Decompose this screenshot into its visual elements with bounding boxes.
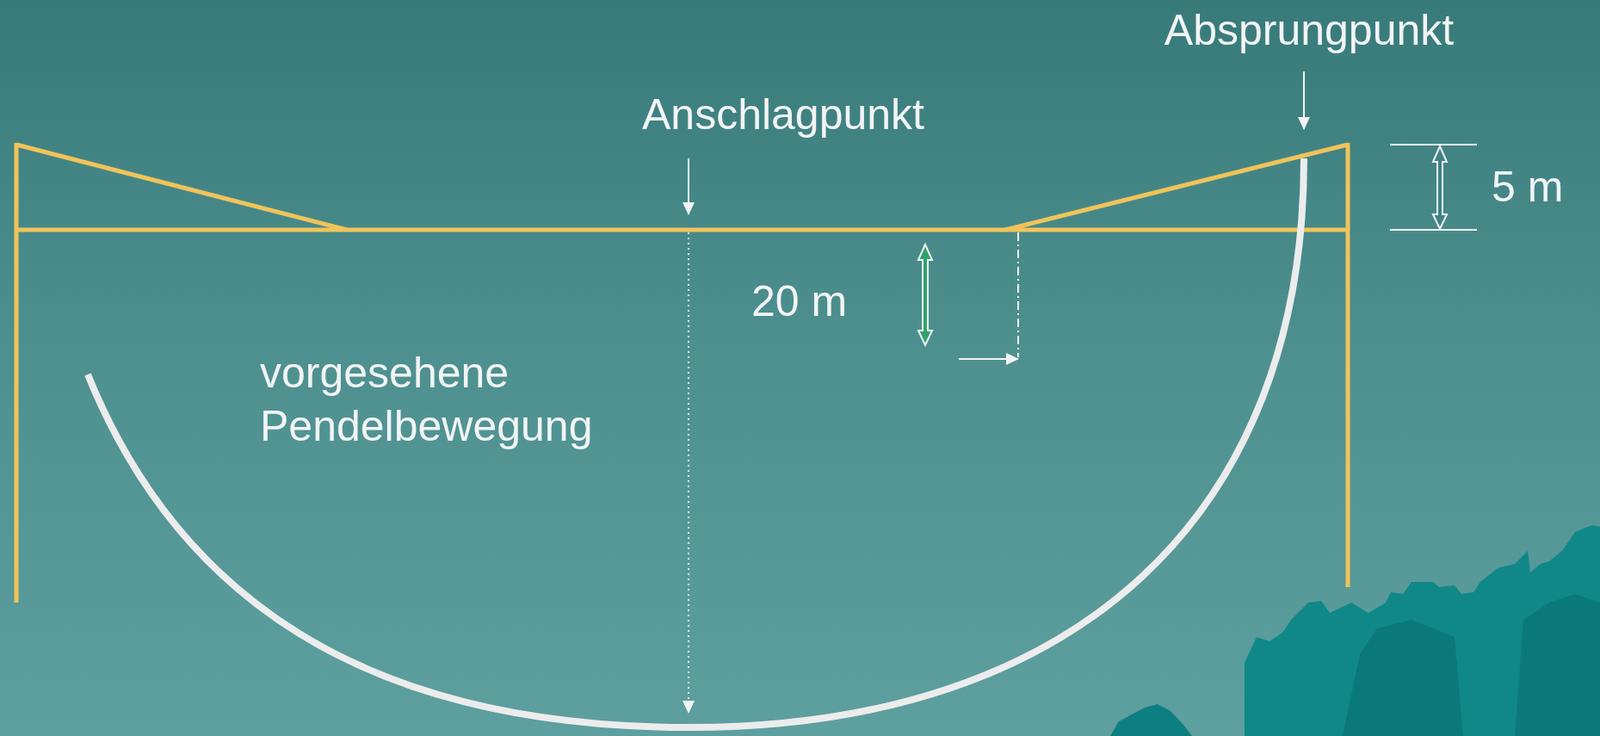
- point-label: Anschlagpunkt: [642, 87, 925, 142]
- rock-shape: [1110, 704, 1193, 736]
- dimension-label: 20 m: [751, 274, 847, 328]
- dimension-label: 5 m: [1491, 160, 1563, 214]
- pendulum-arc: [87, 158, 1304, 728]
- point-label: Absprungpunkt: [1164, 3, 1454, 57]
- leader-arrow: [1303, 71, 1305, 130]
- rock-shade: [1342, 593, 1600, 736]
- rope-line: [687, 232, 690, 713]
- dimension-20m: [918, 232, 1019, 359]
- leader-arrow: [687, 158, 690, 215]
- annotation-label: vorgesehene Pendelbewegung: [259, 345, 674, 453]
- frame: [14, 142, 1350, 603]
- rock-shape: [1244, 525, 1600, 736]
- dimension-5m: [1389, 144, 1477, 230]
